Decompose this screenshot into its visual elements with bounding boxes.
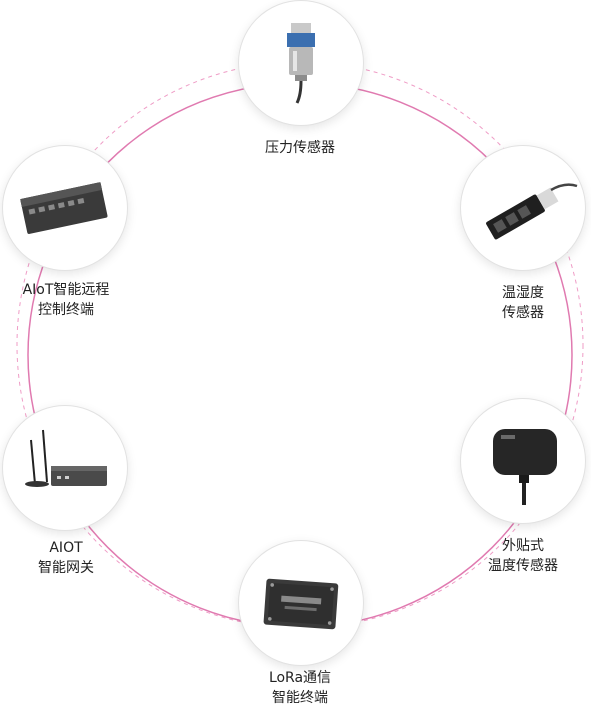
temperature-humidity-sensor-label: 温湿度 传感器 xyxy=(448,283,591,323)
pressure-sensor-label: 压力传感器 xyxy=(225,138,375,158)
external-temperature-sensor-node[interactable] xyxy=(460,398,586,524)
label-line: AIOT xyxy=(49,540,83,556)
label-line: 温湿度 xyxy=(502,285,544,301)
label-line: 外贴式 xyxy=(502,538,544,554)
label-line: 控制终端 xyxy=(38,302,94,318)
ring-dashed-segment xyxy=(16,61,584,629)
external-temperature-sensor-icon xyxy=(493,429,557,505)
lora-terminal-label: LoRa通信 智能终端 xyxy=(225,668,375,708)
label-line: 压力传感器 xyxy=(265,140,335,156)
aiot-gateway-label: AIOT 智能网关 xyxy=(0,538,141,578)
lora-module-icon xyxy=(263,578,339,630)
pressure-sensor-icon xyxy=(287,23,315,104)
lora-terminal-node[interactable] xyxy=(238,540,364,666)
label-line: 智能终端 xyxy=(272,690,328,706)
pressure-sensor-node[interactable] xyxy=(238,0,364,126)
temperature-humidity-probe-icon xyxy=(486,183,578,240)
label-line: LoRa通信 xyxy=(268,670,332,686)
remote-control-terminal-label: AIoT智能远程 控制终端 xyxy=(0,280,141,320)
aiot-gateway-icon xyxy=(25,429,107,487)
remote-controller-icon xyxy=(20,182,108,234)
external-temperature-sensor-label: 外贴式 温度传感器 xyxy=(448,536,591,576)
temperature-humidity-sensor-node[interactable] xyxy=(460,145,586,271)
label-line: AIoT智能远程 xyxy=(22,282,110,298)
label-line: 传感器 xyxy=(502,305,544,321)
aiot-gateway-node[interactable] xyxy=(2,405,128,531)
label-line: 智能网关 xyxy=(38,560,94,576)
remote-control-terminal-node[interactable] xyxy=(2,145,128,271)
label-line: 温度传感器 xyxy=(488,558,558,574)
